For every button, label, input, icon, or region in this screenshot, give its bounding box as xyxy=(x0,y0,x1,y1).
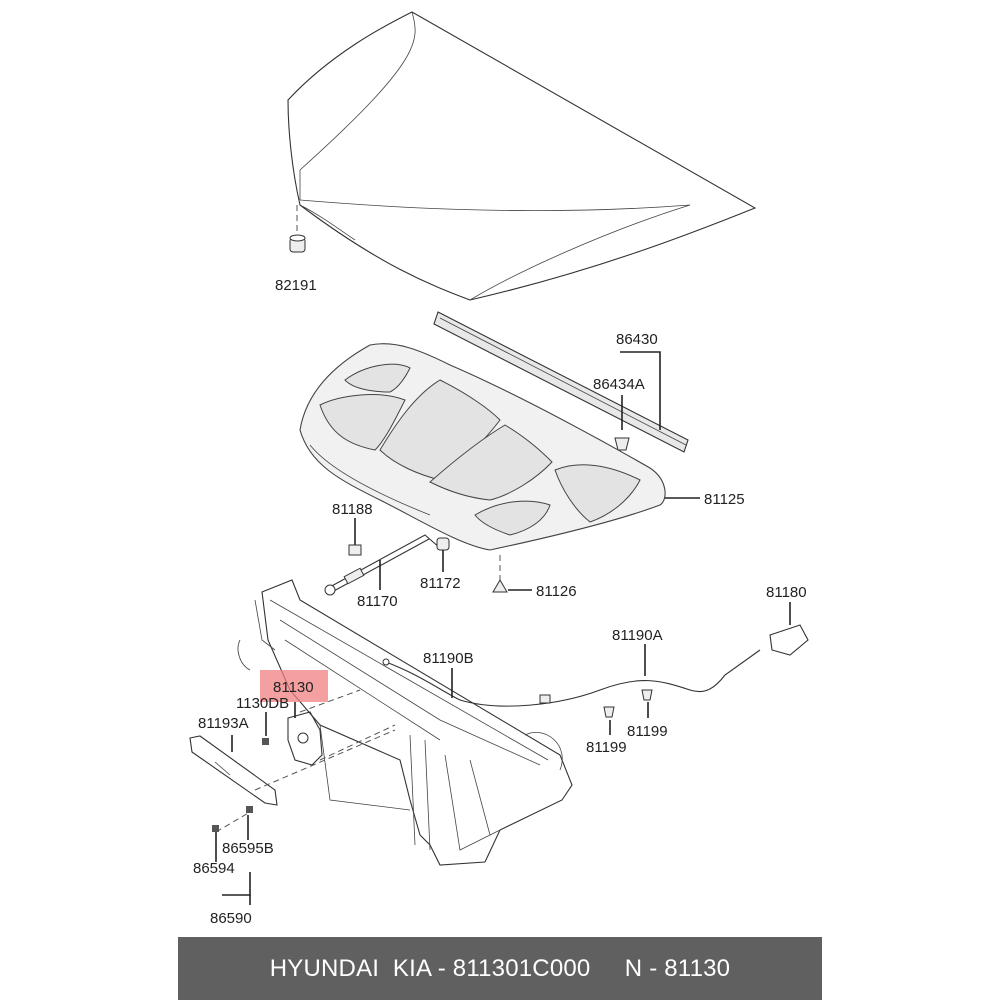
bumper-82191 xyxy=(289,205,306,253)
latch-cover-81193A xyxy=(189,729,396,806)
footer-bar xyxy=(178,937,822,1000)
hood-panel xyxy=(287,11,757,301)
label-81170: 81170 xyxy=(357,593,398,610)
clips-81199 xyxy=(603,689,653,735)
label-81180: 81180 xyxy=(766,584,807,601)
label-81126: 81126 xyxy=(536,583,577,600)
label-86595B: 86595B xyxy=(222,840,274,857)
label-1130DB: 1130DB xyxy=(236,695,289,712)
label-86590: 86590 xyxy=(210,910,252,927)
footer-part-number: HYUNDAI KIA - 811301C000 N - 81130 xyxy=(269,955,731,982)
clip-81126 xyxy=(492,555,508,593)
clip-86434A xyxy=(614,437,630,451)
label-81193A: 81193A xyxy=(198,715,249,732)
screws-86594 xyxy=(212,806,253,905)
label-86434A: 86434A xyxy=(593,376,645,393)
hood-latch-81130 xyxy=(287,689,396,766)
label-81188: 81188 xyxy=(332,501,373,518)
label-81125: 81125 xyxy=(704,491,745,508)
hood-insulator-81125 xyxy=(299,343,666,551)
label-81190B: 81190B xyxy=(423,650,474,667)
release-cable-81190 xyxy=(382,644,761,707)
weatherstrip-86430 xyxy=(433,311,689,453)
label-81190A: 81190A xyxy=(612,627,663,644)
label-82191: 82191 xyxy=(275,277,317,294)
label-81199-a: 81199 xyxy=(627,723,668,740)
label-86430: 86430 xyxy=(616,331,658,348)
release-lever-81180 xyxy=(769,602,809,656)
highlight-81130 xyxy=(260,670,328,702)
bolt-1130DB xyxy=(262,712,269,745)
label-81172: 81172 xyxy=(420,575,461,592)
label-81199-b: 81199 xyxy=(586,739,627,756)
label-81130: 81130 xyxy=(273,679,314,696)
grommet-81188 xyxy=(348,518,362,556)
label-86594: 86594 xyxy=(193,860,235,877)
grommet-81172 xyxy=(436,537,450,572)
leader-86430 xyxy=(620,351,661,430)
